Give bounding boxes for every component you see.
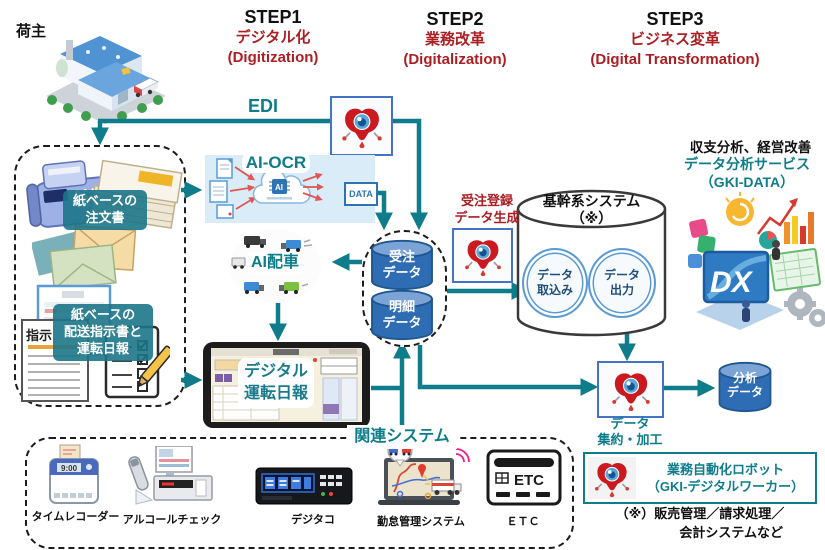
paper-order-line2: 注文書 — [85, 209, 125, 225]
data-box: DATA — [344, 182, 378, 206]
factory-illustration-icon — [46, 36, 166, 124]
paper-report-badge: 紙ベースの 配送指示書と 運転日報 — [53, 304, 153, 361]
data-import-line2: 取込み — [536, 283, 573, 297]
order-reg-label: 受注登録 データ生成 — [443, 192, 531, 226]
order-reg-line2: データ生成 — [454, 210, 520, 225]
alcohol-check-icon — [128, 446, 213, 505]
ai-ocr-illustration: AI — [209, 158, 325, 219]
analysis-heading: 収支分析、経営改善 — [689, 140, 812, 155]
attendance-system-icon — [378, 438, 470, 505]
edi-robot-box — [330, 96, 393, 156]
analysis-service-line1: データ分析サービス — [684, 156, 810, 172]
ai-chip-label: AI — [275, 183, 283, 192]
ai-ocr-title: AI-OCR — [242, 152, 310, 173]
order-db-label: 受注 データ — [368, 249, 436, 280]
dx-illustration: DX — [688, 192, 825, 330]
footnote-line2: 会計システムなど — [679, 525, 783, 540]
data-agg-label: データ 集約・加工 — [585, 416, 675, 448]
edi-label: EDI — [248, 96, 279, 116]
analysis-db-line2: データ — [726, 385, 763, 400]
data-import-node: データ 取込み — [522, 248, 588, 318]
paper-report-line2: 配送指示書と — [63, 323, 142, 339]
doc-hint-text: 指示 — [26, 328, 52, 343]
arrow-edi-robot-to-orderdb — [387, 118, 428, 231]
paper-order-badge: 紙ベースの 注文書 — [63, 190, 147, 230]
analysis-db-label: 分析 データ — [716, 371, 774, 400]
shipper-label: 荷主 — [16, 23, 47, 40]
data-agg-line1: データ — [610, 416, 650, 431]
core-system-name: 基幹系システム — [542, 193, 641, 209]
legend-line2: （GKI-デジタルワーカー） — [646, 479, 805, 494]
etc-card-icon: ETC — [486, 449, 562, 506]
caption-etc: ＥＴＣ — [506, 516, 540, 528]
analysis-db-line1: 分析 — [732, 371, 757, 385]
order-reg-line1: 受注登録 — [460, 193, 513, 208]
step2-header: STEP2 業務改革 (Digitalization) — [375, 8, 535, 69]
step2-name: STEP2 — [426, 9, 484, 29]
order-db-line2: データ — [382, 264, 422, 280]
step1-title: デジタル化 — [235, 29, 311, 46]
robot-icon — [463, 238, 502, 276]
data-export-line2: 出力 — [609, 283, 634, 297]
detail-db-label: 明細 データ — [368, 299, 436, 330]
related-systems-title: 関連システム — [347, 425, 457, 449]
core-system-title: 基幹系システム （※） — [519, 193, 664, 227]
caption-alcohol-check: アルコールチェック — [122, 514, 222, 526]
digital-tachograph-icon — [255, 467, 353, 505]
step3-title: ビジネス変革 — [629, 31, 720, 48]
data-export-node: データ 出力 — [588, 248, 656, 318]
legend-line1: 業務自動化ロボット — [666, 462, 784, 477]
order-db-line1: 受注 — [388, 249, 415, 264]
step2-en: (Digitalization) — [403, 51, 507, 68]
step3-en: (Digital Transformation) — [590, 51, 760, 68]
etc-card-text: ETC — [514, 472, 544, 489]
robot-icon — [594, 462, 630, 497]
clock-display: 9:00 — [61, 464, 78, 473]
data-box-label: DATA — [349, 189, 373, 199]
envelopes-icon — [32, 225, 137, 287]
data-export-line1: データ — [603, 268, 640, 282]
ai-dispatch-label: AI配車 — [246, 252, 304, 274]
detail-db-line2: データ — [382, 314, 422, 330]
detail-db-line1: 明細 — [388, 299, 415, 314]
data-agg-line2: 集約・加工 — [597, 432, 663, 447]
arrow-orderdb-to-agg — [417, 345, 599, 396]
paper-order-line1: 紙ベースの — [72, 193, 138, 208]
footnote-line1: （※）販売管理／請求処理／ — [615, 506, 785, 521]
step1-name: STEP1 — [244, 7, 302, 27]
analysis-service-line2: （GKI-DATA） — [699, 174, 795, 190]
step3-header: STEP3 ビジネス変革 (Digital Transformation) — [565, 8, 785, 69]
paper-report-line1: 紙ベースの — [70, 307, 136, 322]
related-systems-box — [25, 437, 574, 549]
step1-en: (Digitization) — [227, 49, 319, 66]
data-agg-robot-box — [597, 361, 664, 418]
step3-name: STEP3 — [646, 9, 704, 29]
robot-icon — [340, 107, 383, 148]
caption-time-recorder: タイムレコーダー — [31, 511, 120, 523]
step1-header: STEP1 デジタル化 (Digitization) — [193, 6, 353, 67]
paper-report-line3: 運転日報 — [76, 340, 129, 356]
digital-log-line1: デジタル — [244, 363, 308, 380]
caption-attendance-system: 勤怠管理システム — [377, 516, 465, 528]
caption-digital-tachograph: デジタコ — [291, 514, 335, 526]
order-reg-robot-box — [452, 228, 513, 283]
time-recorder-icon: 9:00 — [49, 444, 99, 504]
paper-documents-box — [14, 145, 186, 407]
digital-log-label: デジタル 運転日報 — [238, 358, 314, 408]
automation-robot-legend: 業務自動化ロボット （GKI-デジタルワーカー） — [583, 452, 817, 504]
robot-icon — [610, 372, 651, 411]
core-system-mark: （※） — [570, 210, 613, 226]
digital-log-line2: 運転日報 — [243, 385, 308, 402]
step2-title: 業務改革 — [424, 31, 485, 48]
dx-text: DX — [710, 266, 754, 299]
legend-robot-tile — [588, 457, 636, 499]
data-import-line1: データ — [536, 268, 573, 282]
